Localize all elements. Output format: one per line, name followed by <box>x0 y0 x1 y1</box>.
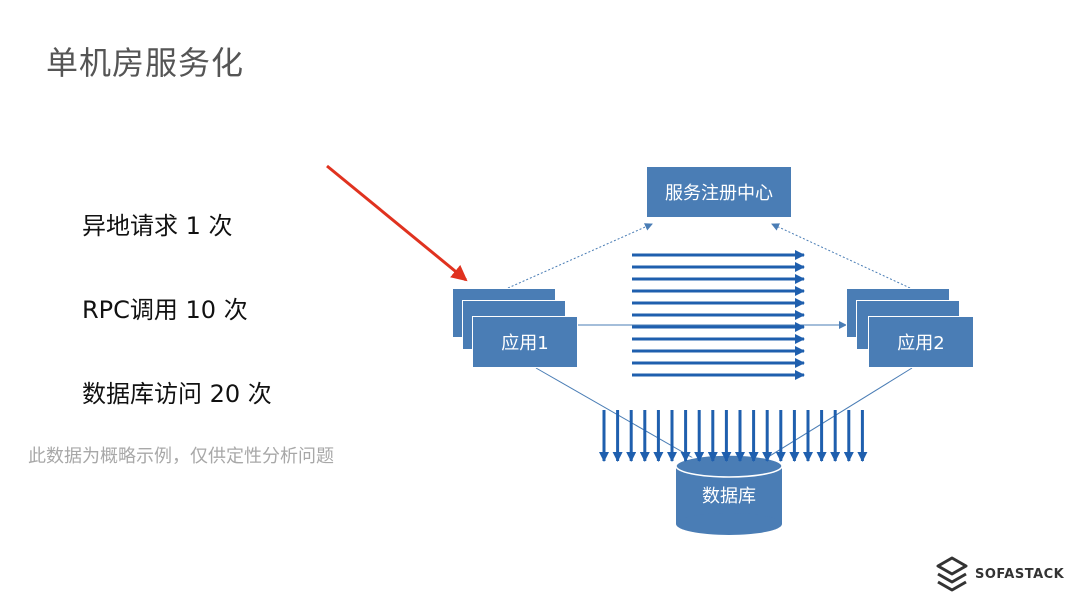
registry-link-app1 <box>507 223 653 289</box>
database-label: 数据库 <box>702 486 756 507</box>
sofastack-logo-icon <box>936 556 968 592</box>
db-arrow-group <box>599 410 868 462</box>
rpc-arrow-group <box>632 250 805 380</box>
disclaimer-note: 此数据为概略示例，仅供定性分析问题 <box>28 446 334 467</box>
registry-link-app2 <box>771 223 911 289</box>
stat-rpc-calls: RPC调用 10 次 <box>82 296 248 324</box>
app1-box: 应用1 <box>472 316 578 368</box>
remote-request-arrow <box>326 164 468 282</box>
app2-box: 应用2 <box>868 316 974 368</box>
brand-name: SOFASTACK <box>975 566 1065 582</box>
brand-logo: SOFASTACK <box>935 556 1064 592</box>
stat-remote-requests: 异地请求 1 次 <box>82 212 233 240</box>
stat-db-access: 数据库访问 20 次 <box>82 380 272 408</box>
page-title: 单机房服务化 <box>46 44 245 82</box>
service-registry-box: 服务注册中心 <box>646 166 792 218</box>
